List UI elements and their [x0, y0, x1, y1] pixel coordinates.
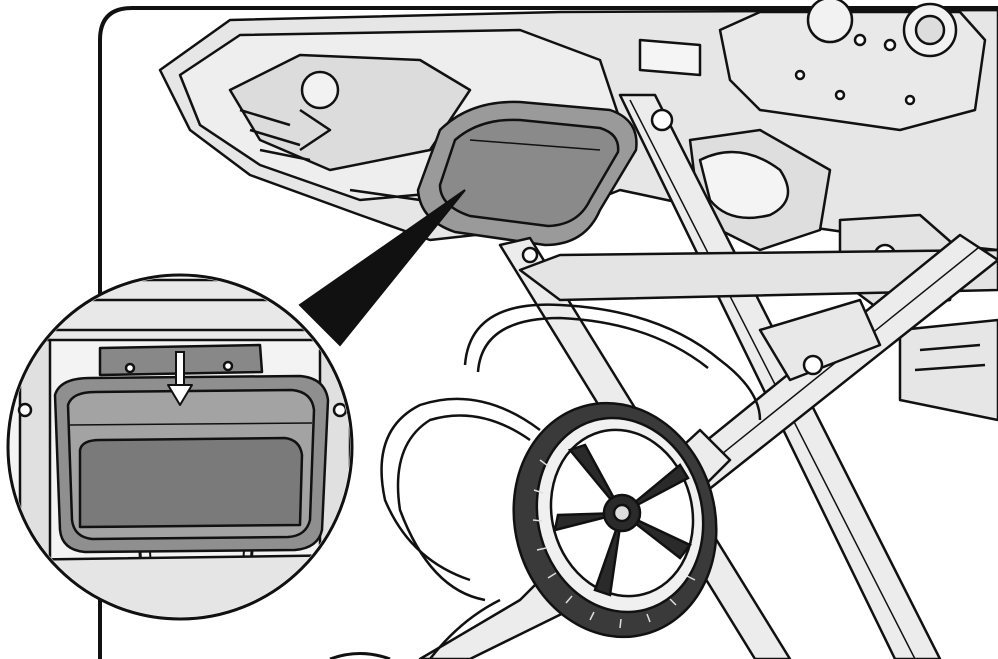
hose-loops	[380, 303, 762, 659]
down-arrow-icon	[167, 351, 193, 406]
partial-circle-bottom	[329, 652, 391, 659]
magnifier-callout	[6, 189, 466, 621]
wheel	[512, 401, 718, 639]
frame-border	[98, 6, 998, 659]
callout-pointer	[298, 189, 466, 347]
grease-tray	[416, 100, 638, 247]
